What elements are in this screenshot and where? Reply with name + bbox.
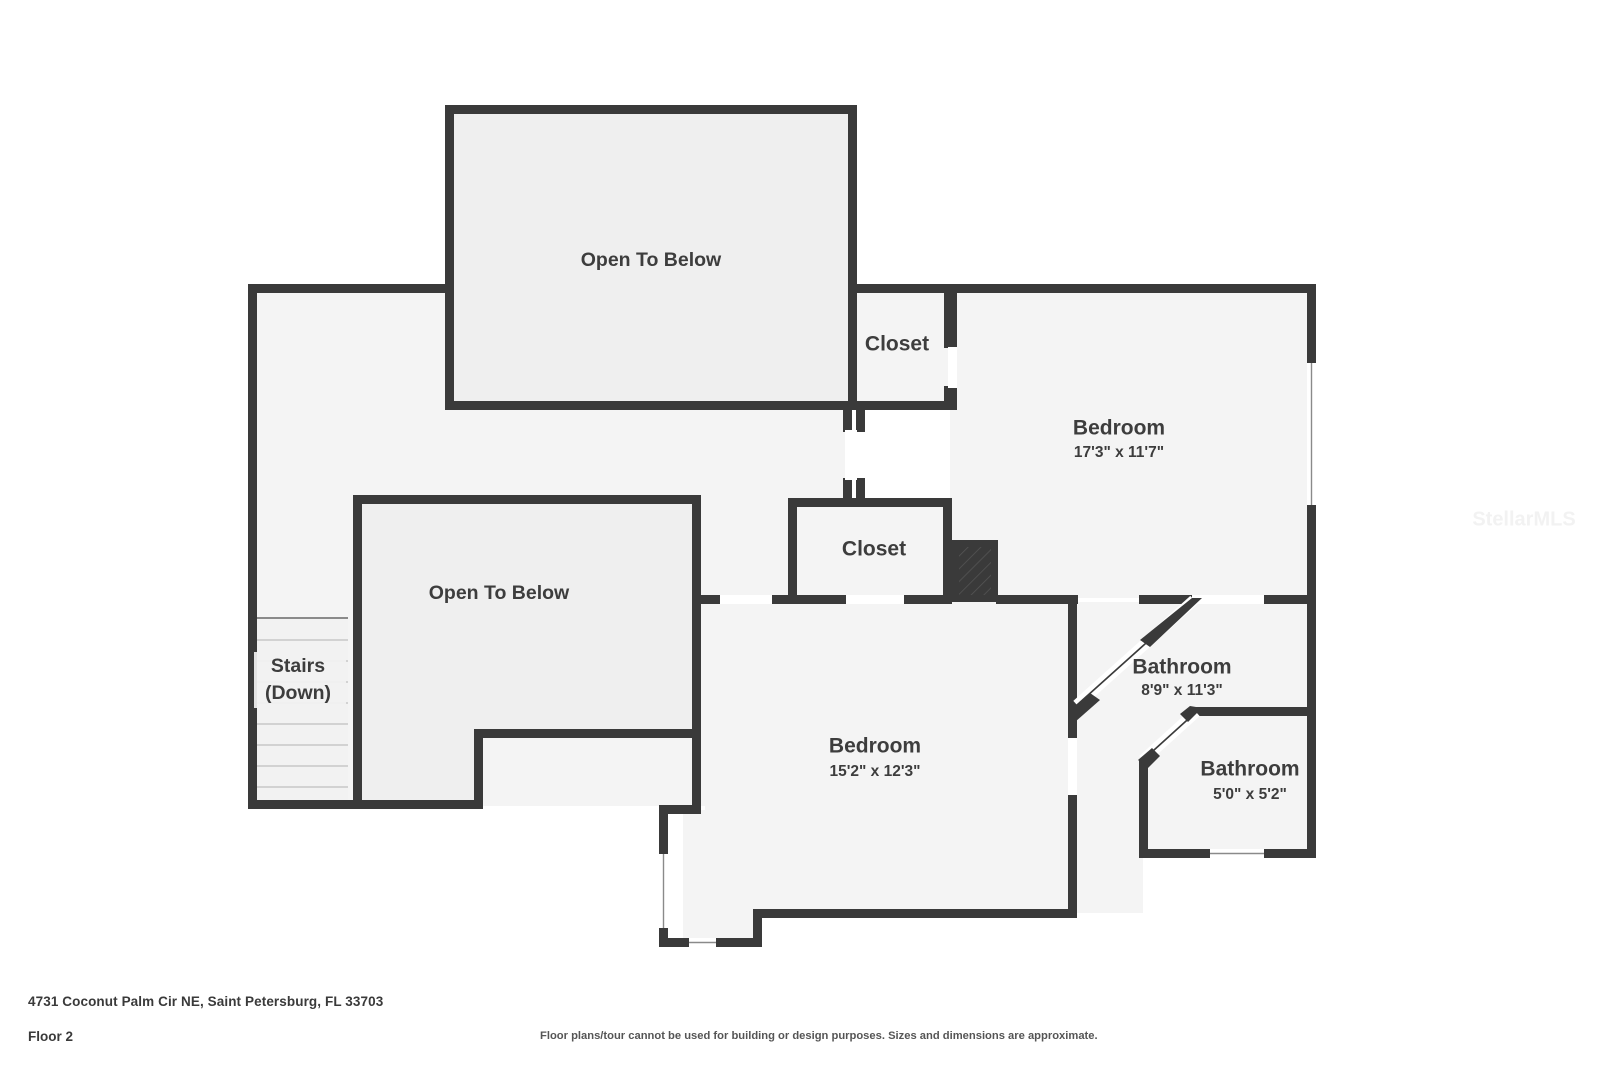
opening-bathroom-main-top — [1192, 595, 1264, 604]
closet-lower-fill — [793, 503, 947, 599]
wall-bathroom-half-left — [1139, 760, 1148, 858]
wall-corridor-stub-left-bottom — [843, 478, 852, 500]
wall-bedroom-south-left-upper — [692, 737, 701, 813]
label-closet-lower: Closet — [842, 538, 906, 561]
label-bathroom-main: Bathroom — [1132, 656, 1231, 679]
room-labels: Open To Below Open To Below Closet Close… — [254, 249, 1300, 803]
chase-column-hatch — [959, 547, 991, 595]
wall-bedroom-north-right-b — [1307, 506, 1316, 602]
wall-closet-lower-top — [788, 498, 952, 507]
wall-otb-upper-top — [445, 105, 857, 114]
stairs-label-backdrop — [254, 652, 346, 708]
opening-hall-corridor — [845, 430, 857, 480]
wall-bedroom-south-bottom-a — [659, 938, 687, 947]
doors — [1068, 595, 1264, 768]
wall-closet-lower-left — [788, 498, 797, 599]
stellarmls-watermark: StellarMLS — [1472, 508, 1575, 530]
wall-corridor-bottom-b — [770, 595, 795, 604]
property-address: 4731 Coconut Palm Cir NE, Saint Petersbu… — [28, 994, 384, 1009]
wall-otb-lower-right — [692, 495, 701, 737]
wall-bedroom-south-bottom-step — [753, 909, 762, 947]
wall-otb-upper-bottom — [445, 401, 857, 410]
wall-corridor-bottom-e — [1262, 595, 1316, 604]
opening-bathroom-bedroom — [1068, 738, 1077, 795]
bedroom-south-fill — [683, 602, 1072, 940]
closet-upper-fill — [854, 288, 948, 406]
door-bathroom-main — [1068, 595, 1202, 722]
bathroom-half-fill — [1147, 712, 1316, 854]
wall-corridor-stub-left-top — [843, 410, 852, 432]
wall-left-bottom — [248, 800, 478, 809]
wall-left-outer — [248, 284, 257, 809]
wall-bath-bedroom-a — [1068, 604, 1077, 740]
wall-left-top — [248, 284, 449, 293]
footer: 4731 Coconut Palm Cir NE, Saint Petersbu… — [28, 994, 648, 1044]
wall-bedroom-north-right-a — [1307, 284, 1316, 362]
wall-closet-upper-bottom — [848, 401, 953, 410]
wall-corridor-stub-right-top — [856, 410, 865, 432]
dim-bedroom-south: 15'2" x 12'3" — [829, 763, 920, 780]
wall-corridor-bottom-d — [1139, 595, 1194, 604]
stairs-fill — [252, 618, 348, 808]
wall-closet-lower-bottom-a — [788, 595, 848, 604]
opening-hall-bedroom-south — [720, 595, 772, 604]
room-fills — [248, 109, 1316, 940]
dim-bedroom-north: 17'3" x 11'7" — [1074, 444, 1164, 461]
wall-corridor-stub-right-bottom — [856, 478, 865, 500]
wall-closet-lower-right — [943, 498, 952, 599]
disclaimer-text: Floor plans/tour cannot be used for buil… — [540, 1030, 1098, 1042]
wall-otb-lower-notch-v — [474, 729, 483, 809]
label-closet-upper: Closet — [865, 333, 929, 356]
windows — [659, 360, 1316, 947]
wall-otb-lower-notch-h — [474, 729, 701, 738]
wall-bedroom-north-left-a — [948, 293, 957, 349]
opening-closet-upper — [948, 347, 957, 388]
label-open-to-below-upper: Open To Below — [581, 249, 722, 271]
door-openings — [720, 347, 1077, 795]
wall-bathroom-half-top — [1194, 707, 1316, 716]
wall-otb-lower-left — [353, 495, 362, 809]
label-stairs-line1: Stairs — [271, 655, 325, 677]
wall-bathroom-bottom-b — [1266, 849, 1316, 858]
wall-otb-upper-right — [848, 105, 857, 410]
label-stairs-line2: (Down) — [265, 682, 331, 704]
wall-closet-lower-bottom-b — [902, 595, 952, 604]
wall-bedroom-north-top — [948, 284, 1316, 293]
wall-otb-lower-top — [353, 495, 701, 504]
dim-bathroom-half: 5'0" x 5'2" — [1213, 786, 1287, 803]
wall-bedroom-south-left-a — [659, 805, 668, 853]
door-bathroom-half — [1138, 706, 1202, 768]
wall-corridor-bottom-a — [692, 595, 722, 604]
wall-bedroom-north-left-b — [948, 386, 957, 410]
bedroom-north-fill — [950, 288, 1316, 598]
wall-bathroom-bottom-a — [1139, 849, 1209, 858]
open-to-below-upper-fill — [449, 109, 853, 407]
label-open-to-below-lower: Open To Below — [429, 582, 570, 604]
open-to-below-lower-fill — [357, 499, 697, 805]
wall-bedroom-south-stepin — [659, 805, 701, 814]
wall-bathroom-right — [1307, 604, 1316, 857]
wall-bath-bedroom-b — [1068, 793, 1077, 918]
wall-closet-upper-top — [848, 284, 953, 293]
label-bedroom-south: Bedroom — [829, 735, 921, 758]
wall-bedroom-south-bottom-c — [753, 909, 1073, 918]
wall-otb-upper-left — [445, 105, 454, 410]
floor-label: Floor 2 — [28, 1029, 74, 1044]
label-bedroom-north: Bedroom — [1073, 417, 1165, 440]
label-bathroom-half: Bathroom — [1200, 758, 1299, 781]
wall-bedroom-south-bottom-b — [718, 938, 762, 947]
wall-corridor-bottom-c — [996, 595, 1078, 604]
opening-closet-lower — [846, 595, 904, 604]
dim-bathroom-main: 8'9" x 11'3" — [1141, 682, 1223, 699]
bathroom-main-fill — [1076, 602, 1316, 913]
